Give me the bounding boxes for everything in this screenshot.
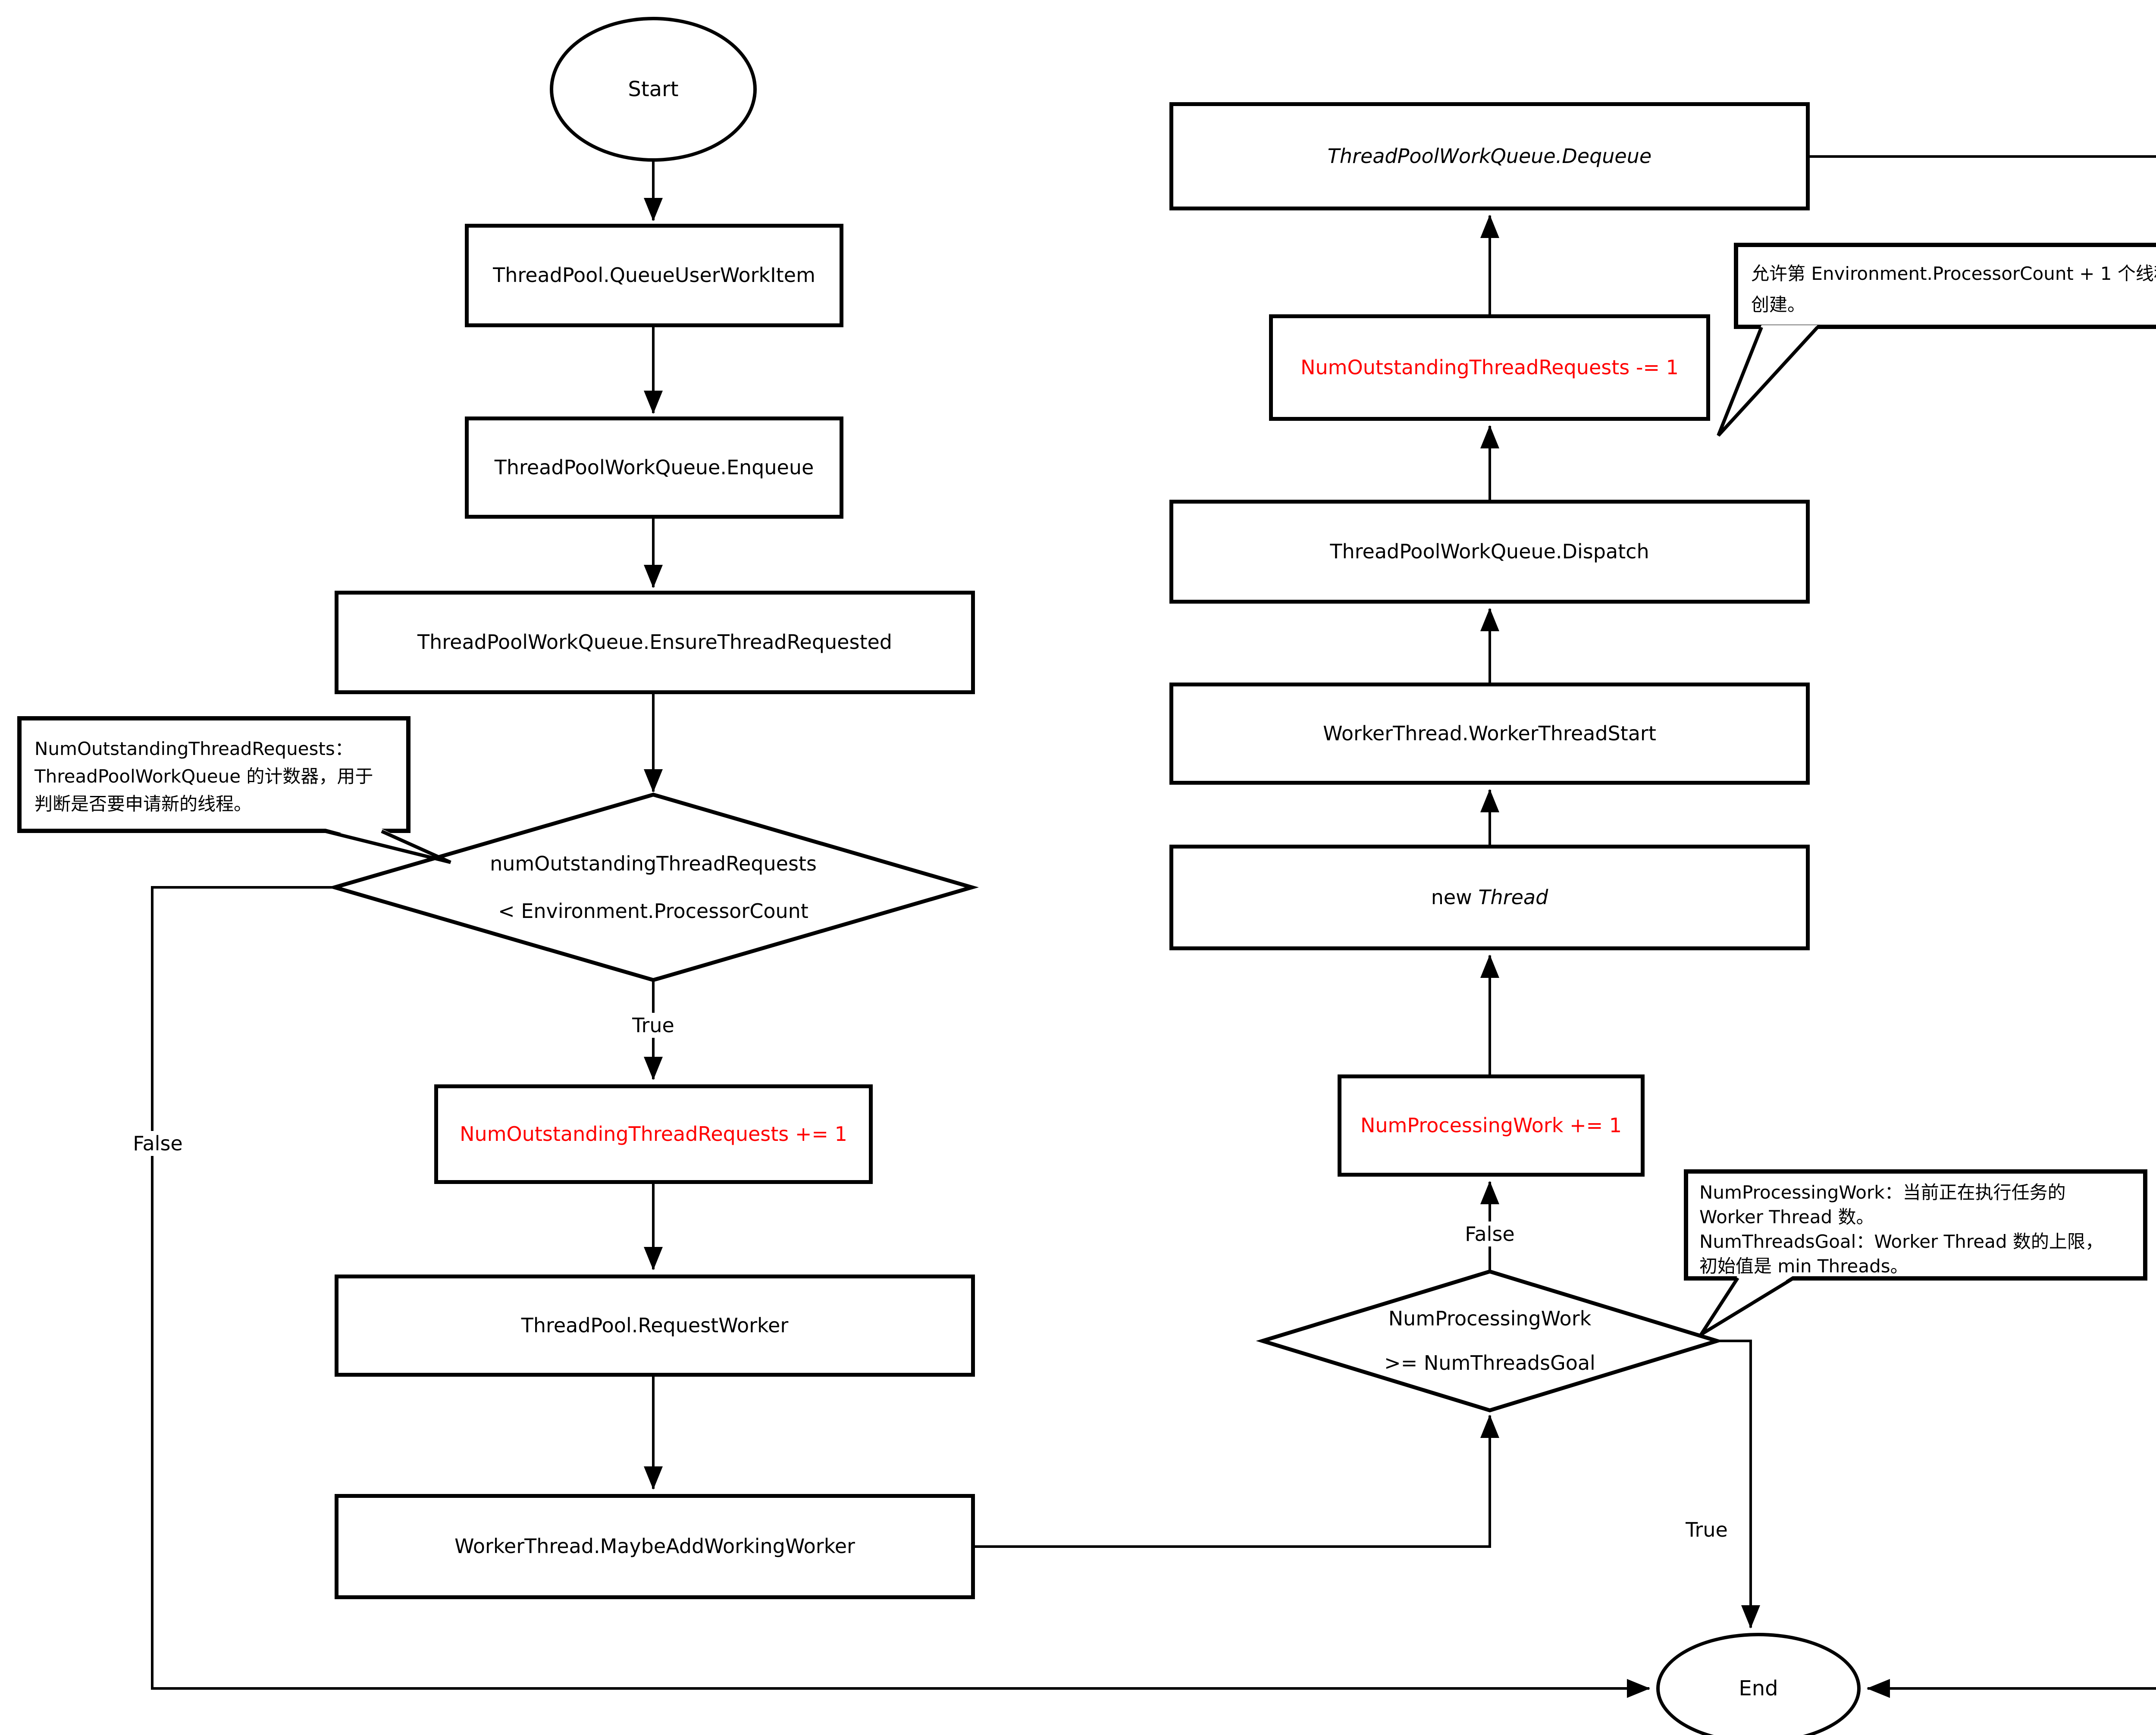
edge-label-decision-threads-goal-false: False — [1458, 1221, 1522, 1246]
callout-threads-goal-note-tail — [1699, 1275, 1795, 1336]
node-ensure-thread-requested: ThreadPoolWorkQueue.EnsureThreadRequeste… — [335, 591, 975, 694]
node-new-thread: new Thread — [1169, 845, 1810, 950]
node-decrement-outstanding: NumOutstandingThreadRequests -= 1 — [1269, 314, 1710, 421]
node-start-label: Start — [628, 77, 679, 101]
callout-threads-goal-note-line3: NumThreadsGoal：Worker Thread 数的上限， — [1699, 1231, 2103, 1252]
edge-label-decision-outstanding-false: False — [126, 1131, 190, 1156]
node-queue-user-work-item-label: ThreadPool.QueueUserWorkItem — [493, 263, 815, 287]
decision-threads-goal-line2: >= NumThreadsGoal — [1384, 1351, 1595, 1375]
node-start: Start — [550, 17, 757, 162]
callout-outstanding-note-line1: NumOutstandingThreadRequests： — [34, 738, 353, 759]
node-request-worker-label: ThreadPool.RequestWorker — [521, 1313, 789, 1337]
node-enqueue-label: ThreadPoolWorkQueue.Enqueue — [494, 455, 814, 479]
node-dequeue: ThreadPoolWorkQueue.Dequeue — [1169, 102, 1810, 210]
node-worker-thread-start-label: WorkerThread.WorkerThreadStart — [1323, 721, 1656, 745]
node-maybe-add-working-worker-label: WorkerThread.MaybeAddWorkingWorker — [454, 1535, 855, 1558]
edge-maybe-add-to-decision2 — [975, 1415, 1499, 1548]
decision-outstanding-line1: numOutstandingThreadRequests — [490, 852, 817, 875]
callout-threads-goal-note-line2: Worker Thread 数。 — [1699, 1206, 1874, 1228]
node-enqueue: ThreadPoolWorkQueue.Enqueue — [465, 417, 843, 519]
callout-processor-count-note-line1: 允许第 Environment.ProcessorCount + 1 个线程的 — [1751, 263, 2156, 284]
callout-threads-goal-note-line1: NumProcessingWork：当前正在执行任务的 — [1699, 1182, 2066, 1203]
node-request-worker: ThreadPool.RequestWorker — [335, 1275, 975, 1377]
node-new-thread-label: new Thread — [1431, 885, 1548, 910]
node-dispatch: ThreadPoolWorkQueue.Dispatch — [1169, 500, 1810, 604]
node-decrement-outstanding-label: NumOutstandingThreadRequests -= 1 — [1300, 355, 1679, 379]
edge-dequeue-to-end — [1810, 155, 2156, 1698]
node-increment-processing-label: NumProcessingWork += 1 — [1360, 1113, 1622, 1137]
node-queue-user-work-item: ThreadPool.QueueUserWorkItem — [465, 224, 843, 327]
node-end: End — [1656, 1633, 1861, 1735]
edge-label-decision-threads-goal-true: True — [1679, 1517, 1735, 1542]
callout-threads-goal-note-line4: 初始值是 min Threads。 — [1699, 1256, 1908, 1277]
callout-outstanding-note: NumOutstandingThreadRequests： ThreadPool… — [17, 716, 411, 833]
edge-decision2-true-to-end — [1717, 1340, 1760, 1629]
edge-decision-false-to-end — [151, 886, 1650, 1698]
node-increment-outstanding: NumOutstandingThreadRequests += 1 — [434, 1084, 873, 1184]
node-new-thread-prefix: new — [1431, 885, 1479, 909]
node-ensure-thread-requested-label: ThreadPoolWorkQueue.EnsureThreadRequeste… — [417, 630, 892, 654]
node-increment-processing: NumProcessingWork += 1 — [1338, 1074, 1645, 1177]
node-maybe-add-working-worker: WorkerThread.MaybeAddWorkingWorker — [335, 1494, 975, 1599]
callout-outstanding-note-line3: 判断是否要申请新的线程。 — [34, 793, 252, 814]
edge-label-decision-outstanding-true: True — [625, 1013, 681, 1038]
callout-outstanding-note-tail — [325, 829, 451, 864]
node-worker-thread-start: WorkerThread.WorkerThreadStart — [1169, 683, 1810, 785]
callout-outstanding-note-line2: ThreadPoolWorkQueue 的计数器，用于 — [34, 766, 373, 787]
node-dequeue-label: ThreadPoolWorkQueue.Dequeue — [1327, 144, 1652, 168]
node-increment-outstanding-label: NumOutstandingThreadRequests += 1 — [460, 1122, 847, 1146]
node-dispatch-label: ThreadPoolWorkQueue.Dispatch — [1330, 539, 1649, 563]
decision-threads-goal-diamond — [1256, 1269, 1724, 1412]
callout-threads-goal-note: NumProcessingWork：当前正在执行任务的 Worker Threa… — [1684, 1169, 2147, 1281]
callout-processor-count-note: 允许第 Environment.ProcessorCount + 1 个线程的 … — [1734, 243, 2156, 329]
callout-processor-count-note-tail — [1717, 325, 1819, 437]
callout-processor-count-note-line2: 创建。 — [1751, 294, 1806, 315]
decision-threads-goal-line1: NumProcessingWork — [1388, 1307, 1592, 1330]
node-end-label: End — [1739, 1676, 1778, 1701]
node-new-thread-emphasis: Thread — [1478, 885, 1548, 909]
decision-outstanding-line2: < Environment.ProcessorCount — [498, 899, 808, 923]
decision-threads-goal-label: NumProcessingWork >= NumThreadsGoal — [1274, 1297, 1705, 1385]
decision-outstanding-label: numOutstandingThreadRequests < Environme… — [351, 840, 955, 935]
